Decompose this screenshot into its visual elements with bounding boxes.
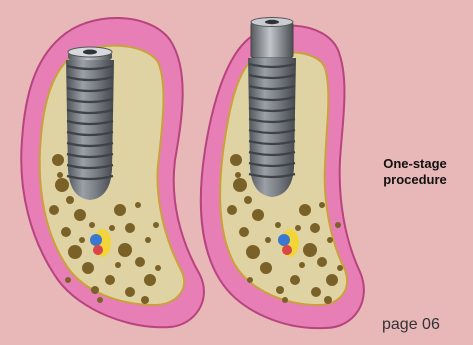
- bone-granule: [265, 237, 271, 243]
- bone-granule: [299, 204, 311, 216]
- page-number: page 06: [382, 316, 440, 334]
- bone-granule: [275, 222, 281, 228]
- bone-granule: [335, 222, 341, 228]
- right-canal-blue: [278, 234, 290, 246]
- bone-granule: [319, 202, 325, 208]
- bone-granule: [317, 257, 327, 267]
- bone-granule: [246, 245, 260, 259]
- bone-granule: [155, 265, 161, 271]
- bone-granule: [326, 274, 338, 286]
- bone-granule: [114, 204, 126, 216]
- bone-granule: [299, 262, 305, 268]
- bone-granule: [135, 202, 141, 208]
- bone-granule: [145, 237, 151, 243]
- bone-granule: [327, 237, 333, 243]
- right-canal-red: [282, 245, 292, 255]
- bone-granule: [252, 209, 264, 221]
- bone-granule: [125, 287, 135, 297]
- left-canal-red: [93, 245, 103, 255]
- bone-granule: [227, 205, 237, 215]
- bone-granule: [310, 223, 320, 233]
- bone-granule: [52, 154, 64, 166]
- bone-granule: [247, 277, 253, 283]
- healing-abutment: [251, 22, 293, 58]
- bone-granule: [276, 286, 284, 294]
- left-implant: [66, 47, 114, 200]
- left-canal-blue: [90, 234, 102, 246]
- bone-granule: [337, 265, 343, 271]
- bone-granule: [97, 297, 103, 303]
- bone-granule: [65, 277, 71, 283]
- bone-granule: [230, 154, 242, 166]
- bone-granule: [91, 286, 99, 294]
- bone-granule: [109, 225, 115, 231]
- bone-granule: [260, 262, 272, 274]
- bone-granule: [235, 172, 241, 178]
- bone-granule: [153, 222, 159, 228]
- bone-granule: [82, 262, 94, 274]
- bone-granule: [74, 209, 86, 221]
- bone-granule: [118, 243, 132, 257]
- right-implant: [248, 18, 296, 198]
- bone-granule: [115, 262, 121, 268]
- bone-granule: [89, 222, 95, 228]
- bone-granule: [282, 297, 288, 303]
- bone-granule: [66, 196, 74, 204]
- left-jaw-section: [21, 18, 204, 327]
- bone-granule: [311, 287, 321, 297]
- bone-granule: [290, 275, 300, 285]
- bone-granule: [239, 227, 249, 237]
- bone-granule: [57, 172, 63, 178]
- bone-granule: [79, 237, 85, 243]
- bone-granule: [233, 178, 247, 192]
- bone-granule: [135, 257, 145, 267]
- bone-granule: [55, 178, 69, 192]
- bone-granule: [324, 296, 332, 304]
- right-jaw-section: [201, 18, 364, 329]
- bone-granule: [105, 275, 115, 285]
- bone-granule: [144, 274, 156, 286]
- bone-granule: [303, 243, 317, 257]
- bone-granule: [49, 205, 59, 215]
- bone-granule: [68, 245, 82, 259]
- bone-granule: [244, 196, 252, 204]
- bone-granule: [141, 296, 149, 304]
- bone-granule: [125, 223, 135, 233]
- bone-granule: [61, 227, 71, 237]
- bone-granule: [295, 225, 301, 231]
